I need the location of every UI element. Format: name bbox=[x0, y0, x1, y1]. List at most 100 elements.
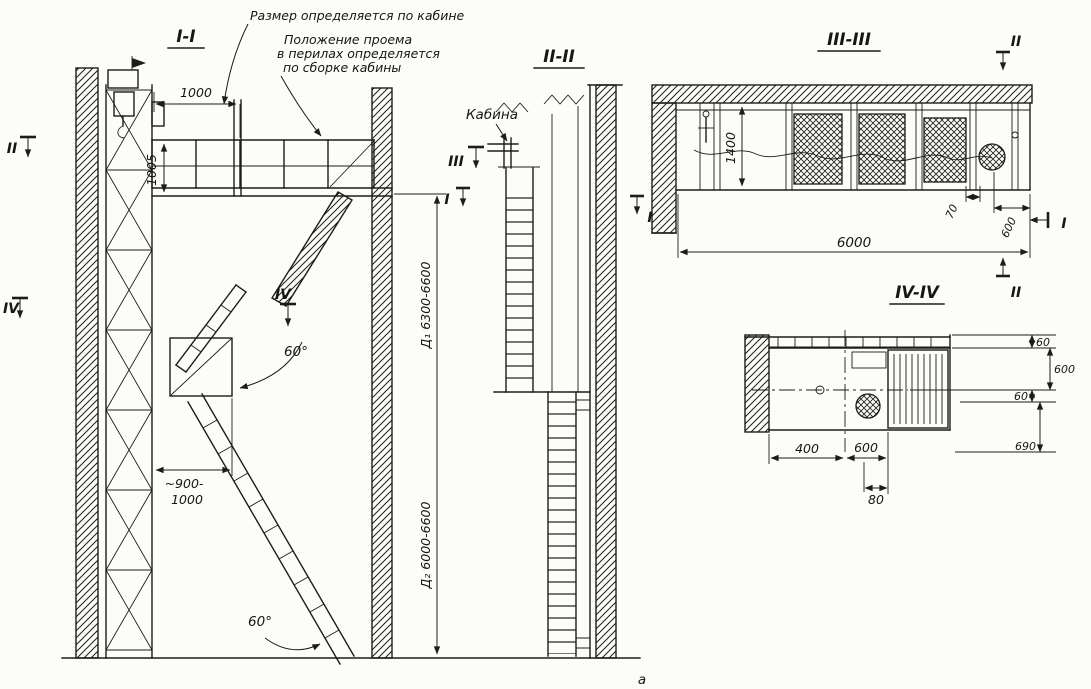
dim-600-bottom-label: 600 bbox=[854, 440, 878, 455]
bolt-detail-iv bbox=[815, 385, 825, 395]
platform-plan bbox=[675, 102, 1031, 191]
landing-platform bbox=[169, 337, 233, 397]
dim-600-bottom: 600 bbox=[846, 432, 889, 494]
note-opening-line1: Положение проема bbox=[284, 32, 412, 47]
section-i-title: I-I bbox=[176, 27, 195, 46]
cut-marker-i-side: I bbox=[1029, 212, 1067, 232]
main-ladder bbox=[187, 393, 355, 665]
platform-railing bbox=[151, 99, 393, 197]
mast-cross-section bbox=[978, 143, 1006, 171]
cut-marker-iii-label: III bbox=[448, 154, 464, 170]
section-iii-view: 1400 6000 70 600 II II bbox=[651, 30, 1067, 301]
main-elevation-view: 1000 1005 ~900- 1000 Д₁ 6300-6600 Д₂ 600… bbox=[3, 8, 641, 665]
cut-marker-i-left-label: I bbox=[444, 192, 449, 208]
section-title-ii: II-II bbox=[533, 47, 585, 69]
cut-marker-i-left: I bbox=[444, 186, 470, 208]
angle-60-bottom-label: 60° bbox=[248, 614, 272, 630]
dim-base-900-1000: ~900- 1000 bbox=[155, 398, 233, 507]
angle-60-mid: 60° bbox=[239, 341, 308, 390]
dim-900-label-line2: 1000 bbox=[171, 492, 203, 507]
dim-1000-label: 1000 bbox=[180, 85, 212, 100]
wall-band-iv bbox=[744, 334, 770, 433]
dim-400-label: 400 bbox=[795, 441, 819, 456]
dim-690-label: 690 bbox=[1015, 440, 1036, 453]
cut-marker-ii-left-label: II bbox=[7, 141, 17, 157]
dim-height-d2-label: Д₂ 6000-6600 bbox=[418, 502, 433, 590]
lower-cage-ladder bbox=[547, 391, 590, 657]
dim-height-d1-label: Д₁ 6300-6600 bbox=[418, 262, 433, 350]
note-cabin-size-text: Размер определяется по кабине bbox=[250, 8, 465, 23]
flag-icon bbox=[132, 58, 146, 68]
cut-marker-iv-left-label: IV bbox=[3, 301, 20, 317]
note-opening-line3: по сборке кабины bbox=[283, 60, 401, 75]
cabin-outline bbox=[487, 137, 540, 169]
landing-plan bbox=[768, 334, 951, 431]
dim-80: 80 bbox=[863, 462, 888, 507]
cut-marker-i-right: I bbox=[630, 194, 653, 226]
dim-rail-1005: 1005 bbox=[144, 143, 168, 193]
dim-80-label: 80 bbox=[868, 492, 884, 507]
railing-plan bbox=[744, 336, 951, 348]
dim-6000-label: 6000 bbox=[837, 235, 871, 251]
dim-length-6000: 6000 bbox=[677, 194, 1031, 258]
section-ii-title: II-II bbox=[543, 47, 574, 66]
cut-marker-ii-bottom-label: II bbox=[1011, 285, 1021, 301]
dim-600-offset-label: 600 bbox=[998, 215, 1019, 240]
centerlines bbox=[752, 330, 908, 452]
cut-marker-ii-top-label: II bbox=[1011, 34, 1021, 50]
right-side-dims: 60 600 60 690 bbox=[910, 334, 1075, 453]
ladder-grating-plan bbox=[887, 349, 949, 429]
dim-60a-label: 60 bbox=[1036, 336, 1050, 349]
dim-600-right-label: 600 bbox=[1054, 363, 1075, 376]
cut-marker-iii-cabin: III bbox=[448, 145, 484, 170]
cut-marker-ii-left: II bbox=[7, 135, 36, 158]
dim-depth-1400: 1400 bbox=[723, 106, 746, 187]
cut-marker-iv-mid: IV bbox=[275, 287, 296, 327]
dim-width-1000: 1000 bbox=[153, 85, 241, 138]
break-lines bbox=[495, 94, 585, 113]
shaft-wall-right bbox=[587, 84, 623, 659]
cut-marker-ii-top: II bbox=[996, 34, 1021, 71]
cabin-label: Кабина bbox=[466, 107, 518, 123]
mast-head-pulley bbox=[107, 56, 165, 139]
mast-cross-section-iv bbox=[855, 393, 881, 419]
section-ii-view: Кабина III I I II-II bbox=[444, 47, 653, 659]
cut-marker-i-side-label: I bbox=[1061, 216, 1066, 232]
figure-caption-letter: а bbox=[638, 672, 646, 688]
cabin-callout: Кабина bbox=[466, 107, 518, 142]
dim-shaft-heights: Д₁ 6300-6600 Д₂ 6000-6600 bbox=[394, 193, 446, 655]
dim-70-label: 70 bbox=[943, 202, 961, 220]
dim-1400-label: 1400 bbox=[723, 132, 738, 164]
building-wall-left bbox=[75, 67, 99, 659]
dim-offset-70: 70 bbox=[943, 186, 981, 221]
grating-panels bbox=[793, 113, 967, 185]
dim-1005-label: 1005 bbox=[144, 154, 159, 186]
section-title-iii: III-III bbox=[817, 30, 881, 52]
shaft-wall bbox=[371, 87, 393, 659]
wall-band-top bbox=[651, 84, 1033, 234]
note-cabin-size: Размер определяется по кабине bbox=[221, 8, 465, 105]
angle-60-mid-label: 60° bbox=[284, 344, 308, 360]
bolt-detail bbox=[1011, 131, 1019, 139]
anchor-hook bbox=[698, 110, 714, 143]
cable-line bbox=[693, 149, 993, 162]
guide-rails bbox=[551, 106, 579, 392]
cut-marker-iv-mid-label: IV bbox=[275, 287, 292, 303]
section-title-iv: IV-IV bbox=[889, 283, 945, 305]
dim-60b-label: 60 bbox=[1014, 390, 1028, 403]
section-iii-title: III-III bbox=[827, 30, 871, 49]
dim-900-label-line1: ~900- bbox=[165, 476, 204, 491]
cut-marker-iv-left: IV bbox=[3, 296, 28, 319]
inclined-brace bbox=[271, 191, 353, 307]
upper-cage-ladder bbox=[505, 167, 534, 393]
section-iv-title: IV-IV bbox=[895, 283, 940, 302]
note-opening-line2: в перилах определяется bbox=[277, 46, 440, 61]
cut-marker-ii-bottom: II bbox=[996, 257, 1021, 301]
angle-60-bottom: 60° bbox=[248, 614, 321, 651]
upper-ladder-flight bbox=[175, 284, 247, 373]
note-opening-position: Положение проема в перилах определяется … bbox=[277, 32, 440, 137]
section-title-i: I-I bbox=[167, 27, 205, 49]
cut-marker-i-right-label: I bbox=[647, 210, 652, 226]
